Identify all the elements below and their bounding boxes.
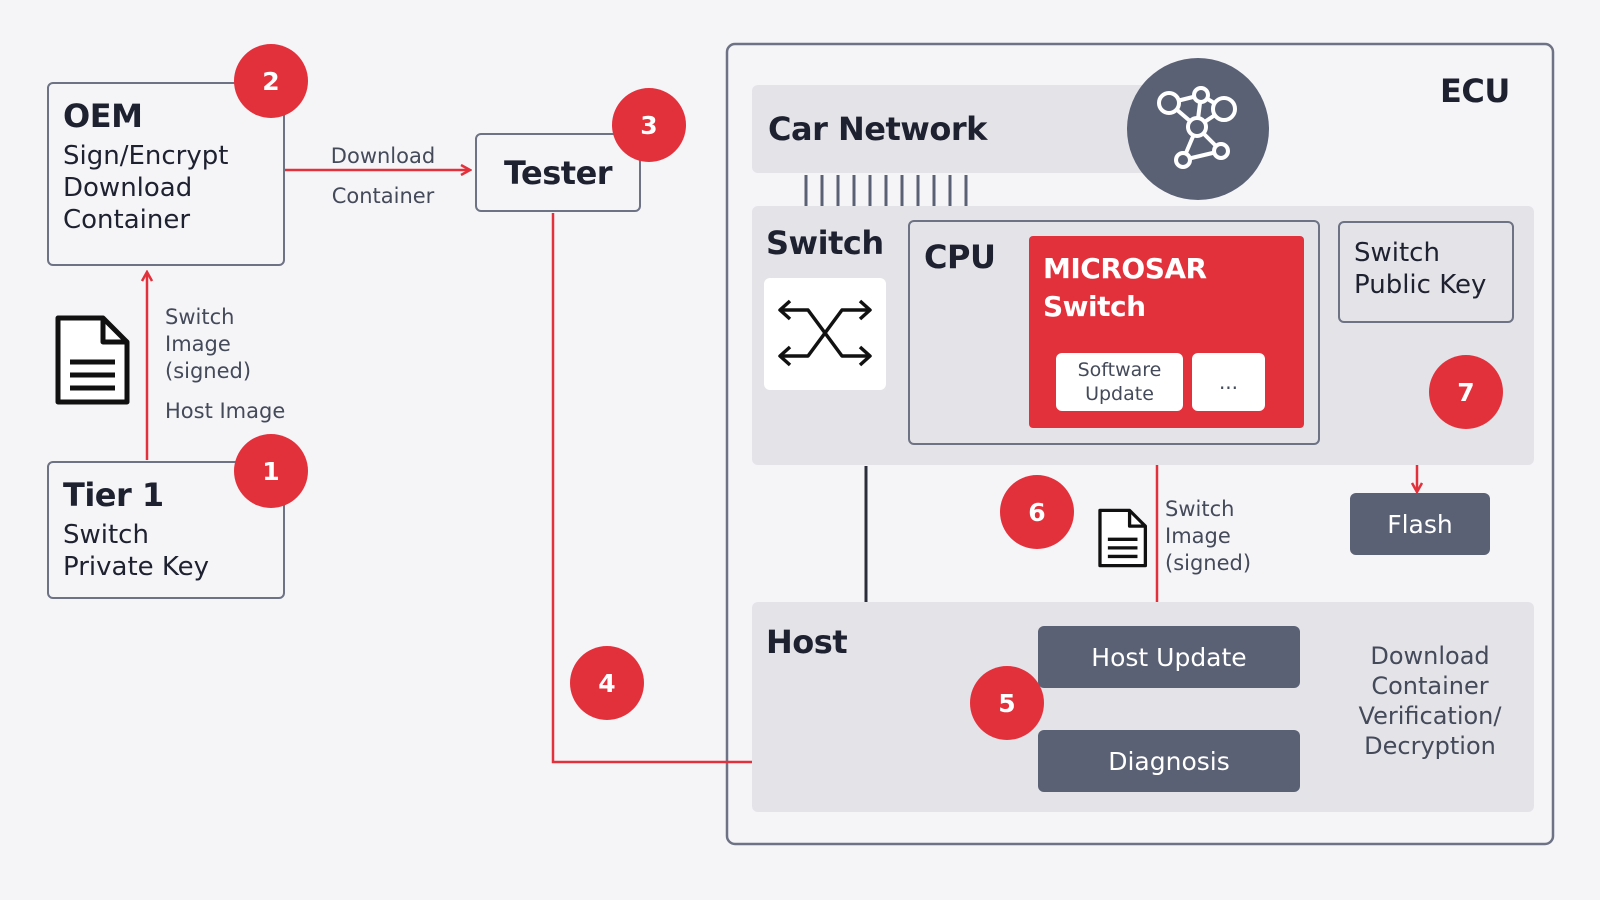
step-badge-2: 2 [234, 44, 308, 118]
car-network-title: Car Network [768, 110, 987, 148]
host-update-box: Host Update [1038, 626, 1300, 688]
ecu-title: ECU [1440, 72, 1510, 110]
step-badge-1: 1 [234, 434, 308, 508]
image-labels: Switch Image (signed) Host Image [165, 305, 286, 423]
document-icon [1098, 508, 1148, 568]
software-update-module: Software Update [1056, 353, 1183, 411]
host-title: Host [766, 623, 848, 661]
ecu-frame [725, 42, 1555, 846]
tester-title: Tester [503, 153, 613, 192]
bus-ticks [804, 175, 968, 206]
tier1-description: Switch Private Key [63, 520, 210, 582]
switch-title: Switch [766, 224, 884, 262]
cpu-title: CPU [924, 238, 996, 276]
oem-title: OEM [63, 97, 143, 135]
step-badge-3: 3 [612, 88, 686, 162]
document-icon [55, 315, 130, 405]
oem-description: Sign/Encrypt Download Container [63, 141, 229, 235]
switch-arrows-icon [778, 299, 872, 367]
oem-box: OEM Sign/Encrypt Download Container [47, 82, 285, 266]
step-badge-7: 7 [1429, 355, 1503, 429]
switch-image-signed-label: Switch Image (signed) [1165, 497, 1252, 575]
step-badge-4: 4 [570, 646, 644, 720]
more-modules: ... [1192, 353, 1265, 411]
flash-box: Flash [1350, 493, 1490, 555]
switch-public-key-box: Switch Public Key [1338, 221, 1514, 323]
diagnosis-box: Diagnosis [1038, 730, 1300, 792]
tier1-title: Tier 1 [63, 476, 164, 514]
cpu-box [908, 220, 1320, 445]
download-container-label: Download Container [330, 144, 436, 208]
switch-icon-tile [764, 278, 886, 390]
network-icon [1157, 86, 1237, 169]
microsar-title: MICROSAR Switch [1043, 252, 1207, 323]
car-network-panel: Car Network [752, 85, 1172, 173]
step-badge-6: 6 [1000, 475, 1074, 549]
network-badge [1127, 58, 1269, 200]
step-badge-5: 5 [970, 666, 1044, 740]
tester-box: Tester [475, 133, 641, 212]
verification-label: Download Container Verification/ Decrypt… [1358, 642, 1502, 760]
